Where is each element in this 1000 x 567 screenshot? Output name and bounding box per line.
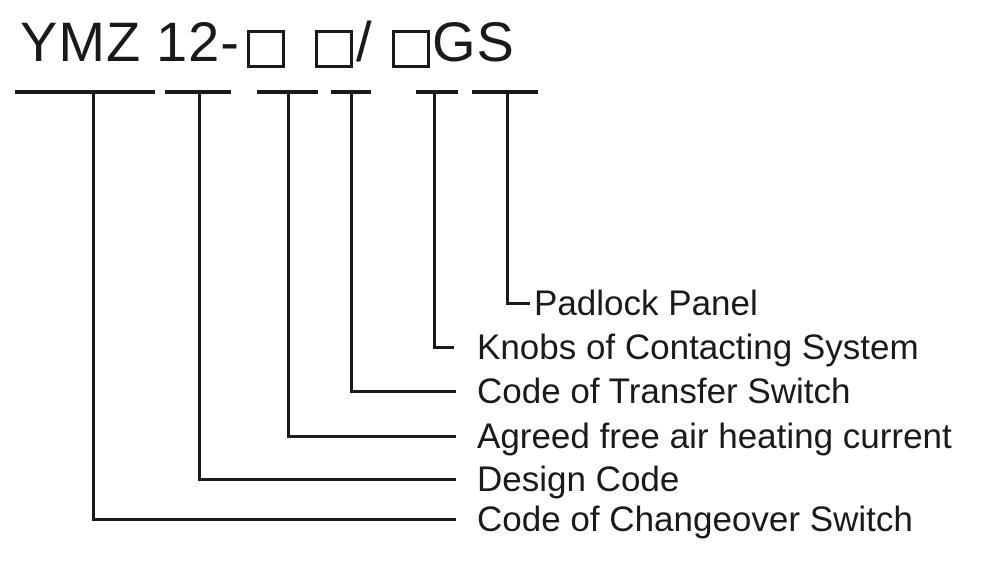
label-code-of-transfer-switch: Code of Transfer Switch <box>477 372 851 411</box>
callout-line-heating-current <box>287 90 290 438</box>
callout-line-transfer-switch <box>350 90 353 393</box>
label-code-of-changeover-switch: Code of Changeover Switch <box>477 500 913 539</box>
underline-changeover-switch <box>15 90 155 94</box>
placeholder-box-icon <box>315 30 353 68</box>
underline-padlock-panel <box>472 90 538 94</box>
placeholder-box-icon <box>247 30 285 68</box>
label-design-code: Design Code <box>477 460 680 499</box>
callout-line-changeover-switch <box>92 90 95 521</box>
placeholder-box-icon <box>392 30 430 68</box>
callout-line-knobs <box>433 90 436 349</box>
design-code-text: 12- <box>156 10 240 73</box>
model-series-text: YMZ <box>20 10 142 73</box>
connector-design-code <box>198 478 456 481</box>
callout-line-design-code <box>198 90 201 481</box>
connector-heating-current <box>287 435 456 438</box>
suffix-text: GS <box>432 10 515 73</box>
callout-line-padlock-panel <box>506 90 509 305</box>
connector-knobs <box>433 346 454 349</box>
connector-changeover-switch <box>92 518 456 521</box>
label-knobs-of-contacting-system: Knobs of Contacting System <box>477 328 919 367</box>
connector-padlock-panel <box>506 302 530 305</box>
label-padlock-panel: Padlock Panel <box>534 284 758 323</box>
connector-transfer-switch <box>350 390 456 393</box>
label-agreed-free-air-heating-current: Agreed free air heating current <box>477 417 952 456</box>
slash-separator-text: / <box>356 10 373 73</box>
underline-knobs <box>416 90 458 94</box>
